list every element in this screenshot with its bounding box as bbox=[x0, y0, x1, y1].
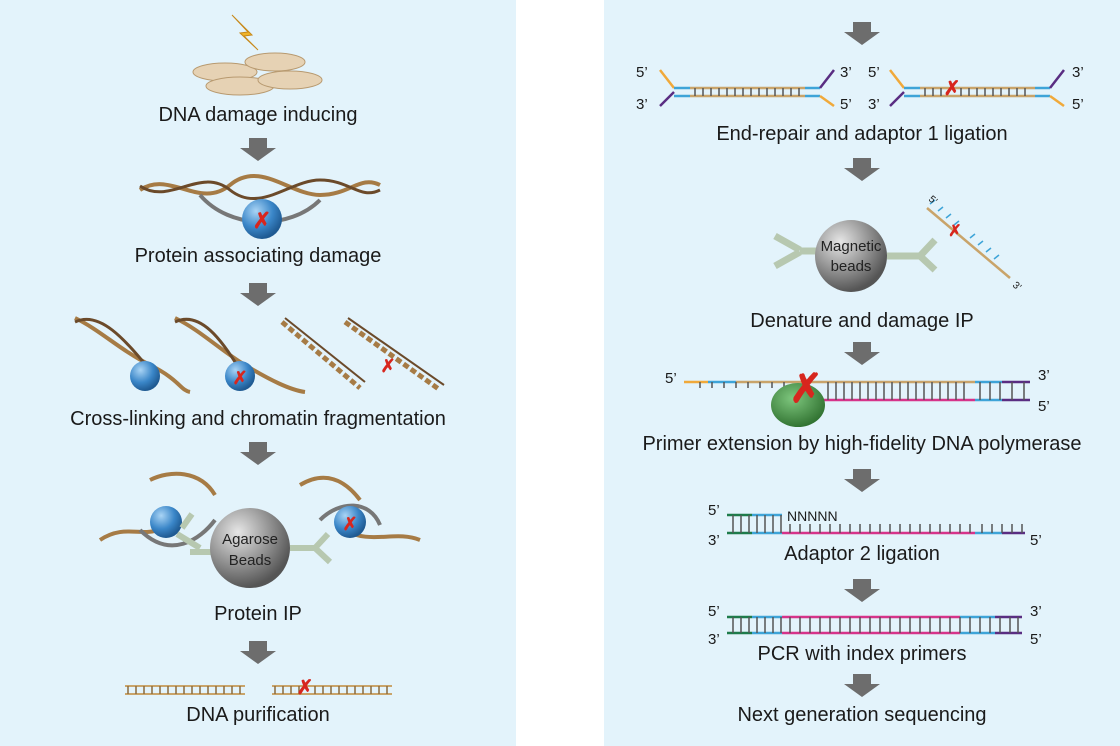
down-arrow-icon bbox=[240, 138, 276, 161]
damage-mark-icon: ✗ bbox=[342, 514, 357, 534]
end-label: 3’ bbox=[708, 631, 720, 648]
antibody-icon bbox=[773, 232, 818, 270]
end-label: 5’ bbox=[665, 370, 677, 387]
antibody-icon bbox=[290, 531, 333, 565]
damage-mark-icon: ✗ bbox=[948, 223, 961, 240]
end-label: 3’ bbox=[840, 64, 852, 81]
down-arrow-icon bbox=[844, 469, 880, 492]
damage-mark-icon: ✗ bbox=[253, 208, 271, 233]
end-label: 3’ bbox=[868, 96, 880, 113]
end-label: 5’ bbox=[708, 502, 720, 519]
down-arrow-icon bbox=[844, 158, 880, 181]
adaptor1-ligation-illustration: 5’ 3’ 3’ 5’ bbox=[636, 64, 852, 113]
damage-mark-icon: ✗ bbox=[380, 356, 395, 376]
step-label: DNA purification bbox=[186, 704, 329, 726]
purified-dna-illustration: ✗ bbox=[124, 677, 393, 699]
polymerase-icon bbox=[771, 383, 825, 427]
damage-mark-icon: ✗ bbox=[944, 78, 961, 100]
damage-mark-icon: ✗ bbox=[297, 677, 314, 699]
antibody-icon bbox=[887, 237, 938, 273]
bead-label-line2: beads bbox=[831, 258, 872, 275]
down-arrow-icon bbox=[844, 342, 880, 365]
cell bbox=[257, 70, 323, 90]
end-label: 3’ bbox=[1072, 64, 1084, 81]
adaptor1-ligation-damaged-illustration: 5’ 3’ ✗ 3’ 5’ bbox=[868, 64, 1084, 113]
end-label: 5’ bbox=[926, 194, 939, 207]
cell bbox=[244, 52, 306, 72]
step-label: DNA damage inducing bbox=[158, 104, 357, 126]
protein-icon bbox=[242, 199, 282, 239]
down-arrow-icon bbox=[240, 283, 276, 306]
step-label: PCR with index primers bbox=[758, 643, 967, 665]
step-label: Cross-linking and chromatin fragmentatio… bbox=[70, 408, 446, 430]
agarose-bead bbox=[210, 508, 290, 588]
protein-icon bbox=[150, 506, 182, 538]
end-label: 5’ bbox=[1030, 532, 1042, 549]
protein-ip-illustration: Agarose Beads ✗ bbox=[98, 471, 421, 588]
end-label: 3’ bbox=[1030, 603, 1042, 620]
step-label: Denature and damage IP bbox=[750, 310, 974, 332]
end-label: 5’ bbox=[1030, 631, 1042, 648]
right-workflow-panel bbox=[604, 0, 1120, 746]
down-arrow-icon bbox=[240, 641, 276, 664]
end-label: 3’ bbox=[1038, 367, 1050, 384]
down-arrow-icon bbox=[844, 22, 880, 45]
down-arrow-icon bbox=[844, 579, 880, 602]
damage-mark-icon: ✗ bbox=[789, 367, 823, 411]
end-label: 5’ bbox=[868, 64, 880, 81]
magnetic-bead bbox=[815, 220, 887, 292]
antibody-icon bbox=[175, 512, 212, 555]
bead-label-line1: Magnetic bbox=[821, 238, 882, 255]
end-label: 5’ bbox=[1072, 96, 1084, 113]
fragments-illustration: ✗ ✗ bbox=[74, 316, 445, 394]
pcr-product-illustration: 5’ 3’ 3’ 5’ bbox=[708, 603, 1042, 648]
damage-mark-icon: ✗ bbox=[232, 368, 247, 388]
cells-illustration bbox=[192, 14, 323, 96]
primer-extension-illustration: 5’ ✗ 3’ 5’ bbox=[665, 367, 1050, 427]
step-label: Next generation sequencing bbox=[737, 704, 986, 726]
lightning-icon bbox=[231, 14, 259, 51]
step-label: Protein associating damage bbox=[135, 245, 382, 267]
protein-icon bbox=[130, 361, 160, 391]
adaptor2-ligation-illustration: 5’ 3’ NNNNN 5’ bbox=[708, 502, 1042, 549]
end-label: 5’ bbox=[1038, 398, 1050, 415]
end-label: 3’ bbox=[708, 532, 720, 549]
end-label: 5’ bbox=[636, 64, 648, 81]
step-label: Primer extension by high-fidelity DNA po… bbox=[642, 433, 1081, 455]
step-label: End-repair and adaptor 1 ligation bbox=[716, 123, 1007, 145]
bead-label-line2: Beads bbox=[229, 552, 272, 569]
random-primer-label: NNNNN bbox=[787, 508, 838, 524]
end-label: 3’ bbox=[1010, 280, 1023, 293]
chromatin-illustration: ✗ bbox=[138, 174, 381, 239]
protein-icon bbox=[225, 361, 255, 391]
step-label: Protein IP bbox=[214, 603, 302, 625]
end-label: 5’ bbox=[708, 603, 720, 620]
step-label: Adaptor 2 ligation bbox=[784, 543, 940, 565]
end-label: 3’ bbox=[636, 96, 648, 113]
protein-icon bbox=[334, 506, 366, 538]
end-label: 5’ bbox=[840, 96, 852, 113]
down-arrow-icon bbox=[240, 442, 276, 465]
magnetic-ip-illustration: Magnetic beads ✗ 5’ 3’ bbox=[773, 194, 1023, 293]
bead-label-line1: Agarose bbox=[222, 531, 278, 548]
down-arrow-icon bbox=[844, 674, 880, 697]
